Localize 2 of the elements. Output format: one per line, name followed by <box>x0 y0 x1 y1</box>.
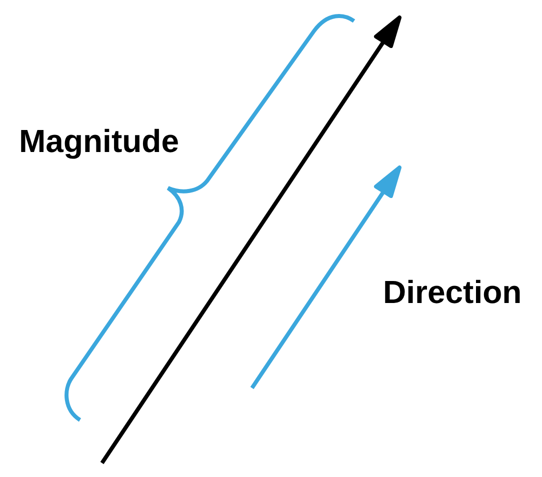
direction-label: Direction <box>383 276 522 308</box>
magnitude-label: Magnitude <box>19 125 179 157</box>
